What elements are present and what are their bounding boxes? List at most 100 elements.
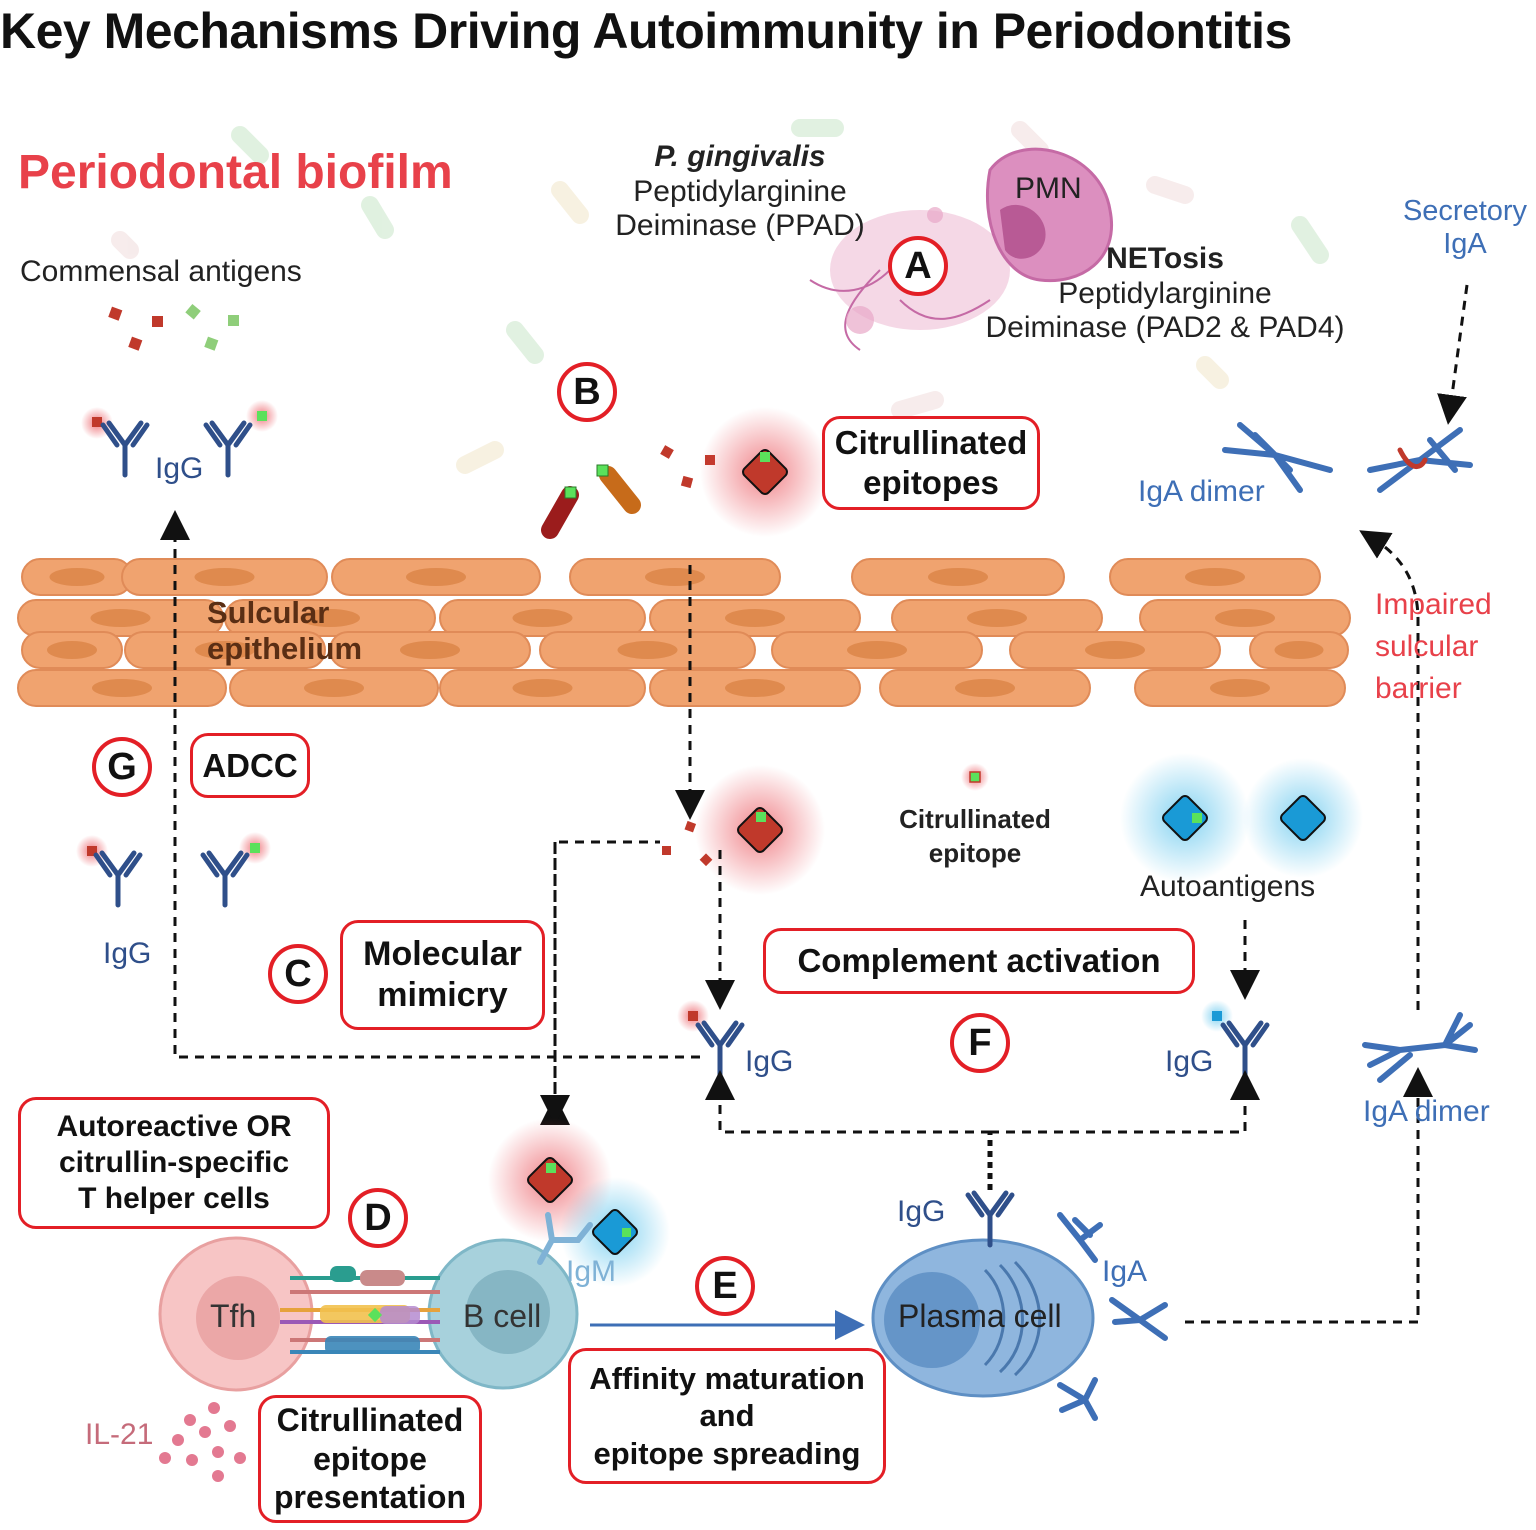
iga-dimer-top-glyph (1222, 422, 1473, 493)
igm-label: IgM (566, 1255, 617, 1288)
cit-epitopes-line-2: epitopes (863, 464, 999, 501)
igg-left-pair (76, 832, 271, 905)
igg-left-label: IgG (103, 937, 152, 970)
epithelial-nucleus (300, 609, 360, 627)
igg-right-label: IgG (1165, 1045, 1214, 1078)
epithelial-nucleus (967, 609, 1027, 627)
affinity-line-2: and (699, 1398, 755, 1434)
mimicry-line-1: Molecular (363, 935, 522, 974)
affinity-line-1: Affinity maturation (589, 1361, 865, 1397)
epithelial-nucleus (406, 568, 466, 586)
epithelial-nucleus (512, 679, 573, 697)
epithelial-nucleus (400, 641, 460, 659)
autoreactive-line-2: citrullin-specific (58, 1146, 290, 1179)
epithelial-nucleus (49, 568, 105, 586)
epithelial-nucleus (195, 641, 255, 659)
marker-e: E (695, 1256, 755, 1316)
affinity-line-3: epitope spreading (593, 1435, 861, 1471)
autoreactive-line-3: T helper cells (78, 1182, 270, 1215)
igm-bcr (488, 1118, 670, 1287)
igg-top-label: IgG (155, 452, 204, 485)
marker-b: B (557, 362, 617, 422)
cit-epitope-label-1: Citrullinated (899, 804, 1051, 834)
epithelial-nucleus (1210, 679, 1270, 697)
plasma-antibodies (968, 1193, 1012, 1245)
autoantigens-label: Autoantigens (1140, 870, 1316, 903)
epithelial-nucleus (847, 641, 907, 659)
igg-plasma-label: IgG (897, 1195, 946, 1228)
adcc-box: ADCC (190, 733, 310, 798)
iga-plasma-label: IgA (1102, 1255, 1148, 1288)
epithelial-nucleus (1085, 641, 1145, 659)
ppad-label-1: Peptidylarginine (633, 174, 847, 208)
igg-center-label: IgG (745, 1045, 794, 1078)
iga-dimer-bottom-glyph (1362, 1012, 1478, 1083)
epithelial-nucleus (1185, 568, 1245, 586)
mimicry-line-2: mimicry (377, 976, 508, 1014)
presentation-line-3: presentation (273, 1479, 467, 1516)
marker-c: C (268, 944, 328, 1004)
igg-complement (677, 1000, 1267, 1075)
bcell-label: B cell (463, 1298, 542, 1334)
secretory-label-1: Secretory (1402, 195, 1528, 227)
commensal-label: Commensal antigens (20, 255, 302, 288)
epithelial-nucleus (194, 568, 255, 586)
il21-label: IL-21 (85, 1418, 154, 1451)
iga-dimer-bottom-label: IgA dimer (1363, 1095, 1490, 1128)
epithelial-nucleus (47, 641, 97, 659)
biofilm-bacteria (111, 119, 1329, 474)
netosis-label: NETosis (1106, 242, 1224, 275)
sulcular-label-2: epithelium (207, 630, 363, 666)
pad-label-1: Peptidylarginine (1058, 276, 1272, 310)
marker-g: G (92, 737, 152, 797)
impaired-label-1: Impaired (1375, 588, 1492, 621)
biofilm-label: Periodontal biofilm (18, 146, 453, 199)
autoantigen-glyphs (1120, 753, 1363, 883)
commensal-antigen-particles (108, 303, 239, 351)
presentation-line-2: epitope (313, 1440, 427, 1477)
complement-activation-box: Complement activation (763, 928, 1195, 994)
epithelial-nucleus (645, 568, 705, 586)
ppad-label-2: Deiminase (PPAD) (615, 209, 865, 242)
cit-epitopes-line-1: Citrullinated (834, 424, 1028, 462)
igg-top-pair (81, 400, 278, 475)
epithelial-nucleus (955, 679, 1015, 697)
citrullinated-bacteria (541, 407, 830, 539)
complement-text: Complement activation (797, 942, 1161, 980)
plasma-label: Plasma cell (898, 1298, 1062, 1334)
cit-epitope-label-2: epitope (928, 837, 1022, 868)
marker-a: A (888, 236, 948, 296)
impaired-label-2: sulcular (1375, 630, 1479, 663)
autoreactive-line-1: Autoreactive OR (56, 1110, 292, 1143)
impaired-label-3: barrier (1375, 672, 1462, 705)
il21-dots (159, 1402, 246, 1482)
marker-f: F (950, 1013, 1010, 1073)
epithelial-nucleus (928, 568, 988, 586)
released-epitopes (662, 763, 989, 895)
presentation-line-1: Citrullinated (276, 1402, 464, 1439)
tfh-bcell-synapse (158, 1236, 579, 1392)
pg-species-label: P. gingivalis (654, 140, 826, 173)
iga-dimer-top-label: IgA dimer (1138, 475, 1265, 508)
plasma-iga (1057, 1212, 1168, 1421)
epithelial-nucleus (92, 679, 152, 697)
epithelial-nucleus (725, 679, 785, 697)
epithelial-nucleus (512, 609, 573, 627)
epithelial-nucleus (90, 609, 151, 627)
epithelial-nucleus (725, 609, 785, 627)
pmn-label: PMN (1015, 172, 1082, 205)
pad-label-2: Deiminase (PAD2 & PAD4) (985, 311, 1345, 344)
epithelial-nucleus (1274, 641, 1324, 659)
secretory-label-2: IgA (1443, 228, 1487, 261)
marker-d: D (348, 1188, 408, 1248)
adcc-text: ADCC (202, 746, 298, 784)
epithelial-nucleus (1215, 609, 1275, 627)
plasma-cell (871, 1238, 1095, 1398)
page-title: Key Mechanisms Driving Autoimmunity in P… (0, 3, 1292, 59)
